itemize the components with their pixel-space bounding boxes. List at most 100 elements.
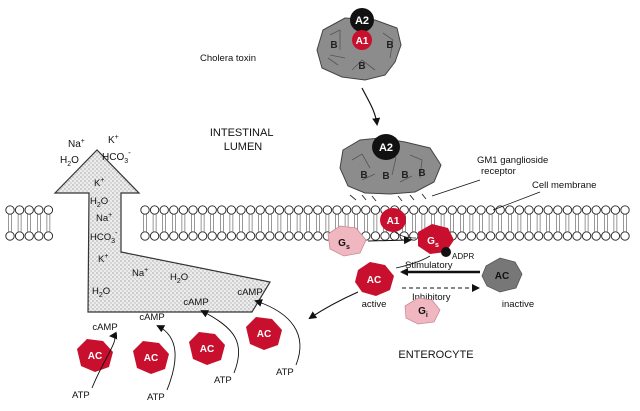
lipid-head [476, 205, 486, 215]
lipid-tail [316, 214, 320, 232]
lipid-tail [527, 214, 531, 232]
lipid-head [418, 205, 429, 215]
cell-membrane-label: Cell membrane [532, 180, 596, 191]
lipid-head [313, 205, 323, 215]
lipid-tail [469, 214, 474, 232]
ion-hco3-arrow: HCO3- [90, 230, 118, 245]
lipid-tail [210, 214, 214, 232]
lipid-head [389, 231, 400, 241]
atp-to-camp-arrow [91, 331, 118, 389]
lipid-head [178, 205, 189, 215]
lipid-tail [498, 214, 502, 232]
lipid-tail [594, 214, 598, 232]
atp-to-camp-arrow [200, 310, 240, 374]
lipid-tail [258, 214, 262, 232]
lipid-tail [248, 214, 253, 232]
lipid-head [514, 205, 525, 215]
ion-na-arrow-1: Na+ [96, 212, 112, 224]
lipid-head [178, 231, 189, 241]
a1-subunit [380, 208, 406, 232]
lipid-head [265, 205, 275, 215]
gs-activation-arrow [367, 236, 412, 245]
bound-a2-label: A2 [379, 142, 393, 154]
lipid-head [24, 205, 34, 215]
lipid-head [34, 205, 44, 215]
lipid-tail [584, 214, 589, 232]
adpr-label: ADPR [452, 252, 474, 261]
lipid-head [303, 231, 313, 241]
lipid-head [409, 205, 419, 215]
lipid-head [313, 231, 323, 241]
lipid-head [476, 231, 486, 241]
toxin-a2-label: A2 [355, 15, 369, 27]
toxin-a1-label: A1 [356, 36, 369, 47]
lipid-head [226, 231, 237, 241]
a1-to-gs-arrow [394, 231, 417, 239]
lipid-tail [460, 214, 464, 232]
lipid-head [380, 231, 390, 241]
ion-h2o-lumen: H2O [60, 155, 79, 168]
adenylate-cyclase [77, 339, 113, 372]
lipid-head [581, 205, 592, 215]
lipid-head [188, 205, 198, 215]
lipid-tail [268, 214, 272, 232]
lipid-tail [239, 214, 243, 232]
lipid-head [341, 205, 352, 215]
lipid-head [533, 205, 544, 215]
lipid-head [457, 231, 467, 241]
ac-inactive: AC [481, 257, 523, 293]
lipid-head [533, 231, 544, 241]
lipid-tail [517, 214, 522, 232]
lipid-head [14, 231, 25, 241]
active-state-label: active [362, 299, 387, 310]
ion-na-arrow-2: Na+ [132, 267, 148, 279]
adenylate-cyclase-label: AC [144, 353, 158, 364]
intestinal-lumen-label: INTESTINAL LUMEN [210, 127, 276, 153]
stimulatory-label: Stimulatory [405, 260, 453, 271]
adenylate-cyclase [189, 332, 225, 365]
lipid-head [149, 205, 160, 215]
lipid-tail [508, 214, 512, 232]
ion-h2o-arrow-2: H2O [170, 272, 188, 285]
lipid-tail [181, 214, 186, 232]
lipid-head [274, 231, 285, 241]
lipid-head [514, 231, 525, 241]
lipid-head [370, 231, 381, 241]
lipid-head [274, 205, 285, 215]
ion-k-arrow-2: K+ [98, 253, 108, 265]
lipid-head [188, 231, 198, 241]
lipid-tail [613, 214, 618, 232]
lipid-tail [162, 214, 166, 232]
ion-k-lumen: K+ [108, 134, 119, 146]
lipid-head [543, 231, 553, 241]
gs-activated-protein [418, 224, 454, 254]
bound-b-label-3: B [401, 170, 408, 181]
lipid-head [5, 231, 15, 241]
lipid-head [303, 205, 313, 215]
lipid-tail [556, 214, 560, 232]
lipid-head [284, 205, 294, 215]
atp-label: ATP [214, 375, 232, 386]
gs-to-ac-arrow [395, 255, 431, 269]
camp-label: cAMP [183, 297, 208, 308]
lipid-head [332, 205, 342, 215]
lipid-head [466, 205, 477, 215]
ac-active: AC [355, 262, 394, 296]
ac-inactive-label: AC [495, 271, 509, 282]
ion-efflux-arrow [53, 149, 271, 313]
inactive-state-label: inactive [502, 299, 534, 310]
lipid-head [351, 205, 361, 215]
lipid-tail [306, 214, 310, 232]
lipid-head [601, 231, 611, 241]
lipid-head [236, 205, 246, 215]
lipid-tail [200, 214, 205, 232]
lipid-head [447, 205, 457, 215]
lipid-head [562, 231, 573, 241]
lipid-tail [296, 214, 301, 232]
lipid-tail [143, 214, 147, 232]
lipid-tail [604, 214, 608, 232]
lipid-head [591, 231, 601, 241]
lipid-tail [37, 214, 41, 232]
